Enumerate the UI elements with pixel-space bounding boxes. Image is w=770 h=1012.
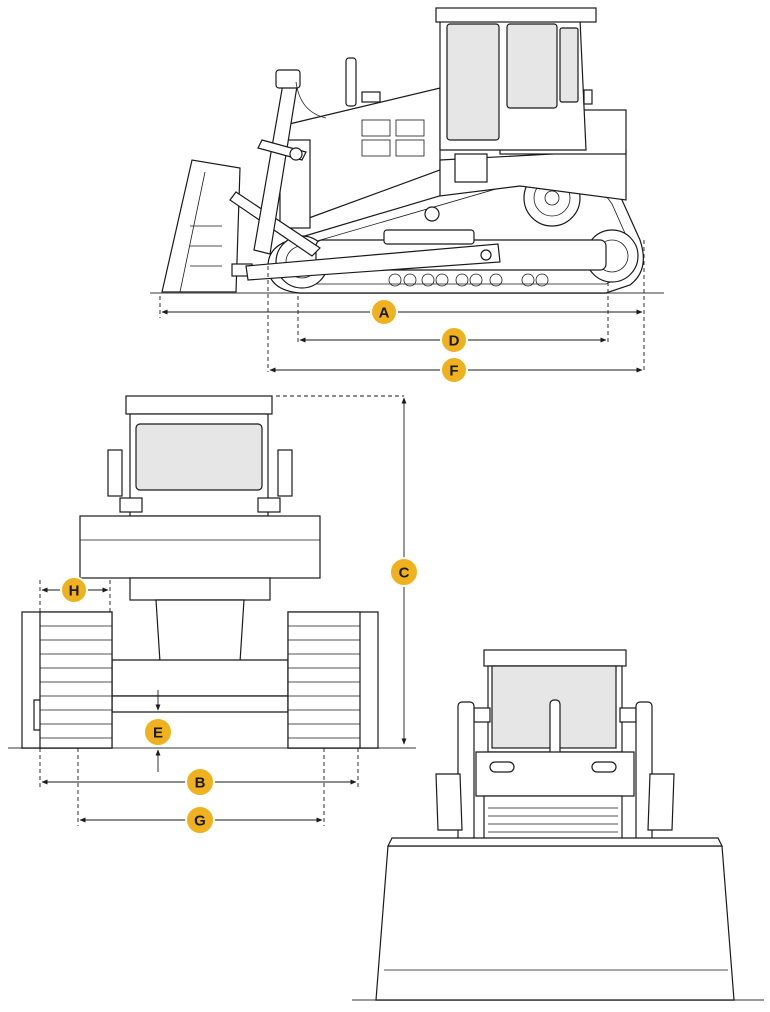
side-cab-rear-window xyxy=(559,27,579,103)
dimension-label-H: H xyxy=(69,583,80,600)
side-push-arm xyxy=(245,243,501,281)
dimension-label-A: A xyxy=(379,305,390,322)
blade-view-cab-roof xyxy=(483,649,627,667)
dimension-badge-E: E xyxy=(143,717,173,747)
side-cab-front-window xyxy=(446,23,500,141)
front-hood xyxy=(79,515,321,579)
dimension-badge-B: B xyxy=(185,767,215,797)
dimension-badge-H: H xyxy=(60,576,88,604)
side-blade xyxy=(161,69,501,293)
dimension-badge-C: C xyxy=(389,557,419,587)
dimension-label-F: F xyxy=(449,363,458,380)
front-right-track xyxy=(287,611,379,749)
dimension-badge-G: G xyxy=(185,805,215,835)
dimension-label-E: E xyxy=(153,725,163,742)
front-view xyxy=(8,395,416,826)
front-cab-window xyxy=(135,423,263,491)
dimension-badge-D: D xyxy=(440,326,468,354)
front-cab-roof xyxy=(125,395,273,415)
front-left-track xyxy=(21,611,113,749)
dimension-label-B: B xyxy=(195,775,206,792)
side-engine-grille xyxy=(361,119,425,157)
front-blade-view xyxy=(352,649,764,1001)
side-view xyxy=(150,7,664,373)
dimension-badge-A: A xyxy=(370,298,398,326)
side-dimensions xyxy=(159,240,645,373)
blade-view-blade xyxy=(375,845,735,1001)
dimension-badge-F: F xyxy=(440,356,468,384)
side-cab-door-window xyxy=(506,23,558,109)
dimension-label-G: G xyxy=(194,813,206,830)
dimension-label-C: C xyxy=(399,565,410,582)
side-body xyxy=(279,7,627,229)
dimension-label-D: D xyxy=(449,333,460,350)
